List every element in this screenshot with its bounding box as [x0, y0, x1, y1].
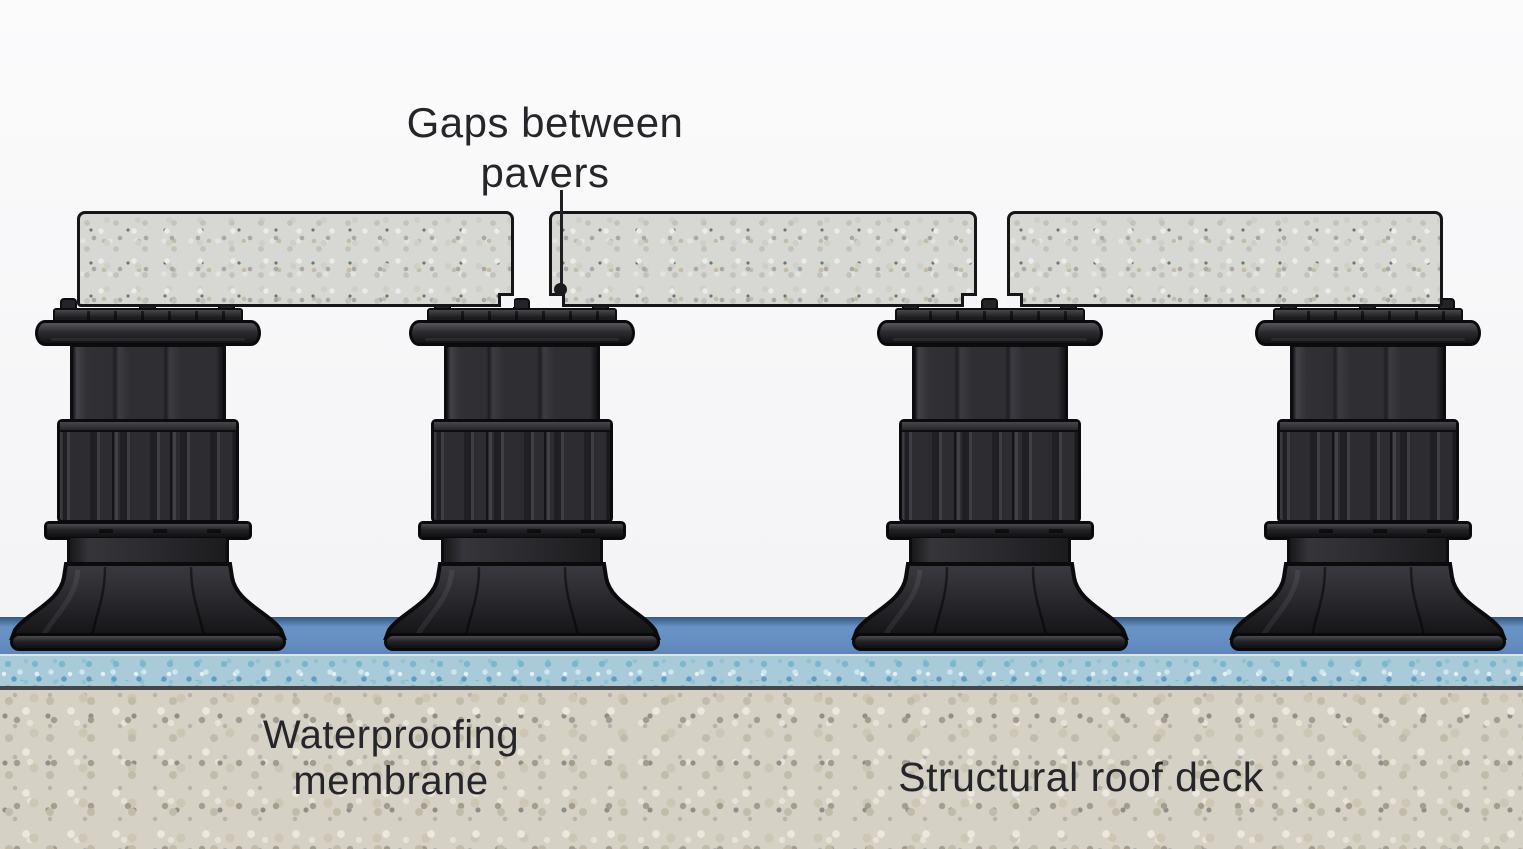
label-waterproofing-membrane: Waterproofing membrane — [191, 712, 591, 804]
pedestal-2 — [382, 298, 662, 651]
paver-1 — [77, 211, 514, 307]
paver-corner-notch — [498, 293, 514, 307]
pedestal-base-flare — [851, 562, 1129, 640]
pedestal-head-flange — [877, 320, 1103, 346]
gap-leader-line — [560, 190, 563, 286]
paver-corner-notch — [1007, 293, 1023, 307]
pedestal-base-foot — [1230, 633, 1506, 651]
label-membrane-line1: Waterproofing — [262, 713, 520, 757]
label-gaps-between-pavers: Gaps between pavers — [345, 98, 745, 198]
pedestal-adjustment-collar — [899, 419, 1081, 523]
pedestal-adjustment-collar — [57, 419, 239, 523]
pedestal-upper-column — [70, 344, 226, 421]
label-gaps-line2: pavers — [480, 149, 610, 196]
pedestal-head-flange — [35, 320, 261, 346]
structural-roof-deck-layer — [0, 690, 1523, 849]
pedestal-upper-column — [912, 344, 1068, 421]
pedestal-lower-column — [1287, 538, 1449, 564]
pedestal-upper-column — [444, 344, 600, 421]
pedestal-3 — [850, 298, 1130, 651]
pedestal-4 — [1228, 298, 1508, 651]
pedestal-lower-column — [909, 538, 1071, 564]
pedestal-lower-column — [67, 538, 229, 564]
label-gaps-line1: Gaps between — [406, 99, 684, 146]
label-membrane-line2: membrane — [293, 759, 489, 803]
pedestal-base-foot — [384, 633, 660, 651]
paver-3 — [1007, 211, 1443, 307]
pedestal-base-foot — [852, 633, 1128, 651]
pedestal-base-foot — [10, 633, 286, 651]
label-deck-line1: Structural roof deck — [898, 754, 1264, 800]
paver-2 — [549, 211, 977, 307]
pedestal-lower-column — [441, 538, 603, 564]
gap-leader-dot — [554, 283, 567, 296]
paver-corner-notch — [961, 293, 977, 307]
pedestal-upper-column — [1290, 344, 1446, 421]
pedestal-adjustment-collar — [431, 419, 613, 523]
label-structural-roof-deck: Structural roof deck — [871, 755, 1291, 799]
pedestal-base-flare — [9, 562, 287, 640]
pedestal-base-flare — [383, 562, 661, 640]
pedestal-adjustment-collar — [1277, 419, 1459, 523]
pedestal-1 — [8, 298, 288, 651]
pedestal-base-flare — [1229, 562, 1507, 640]
pedestal-head-flange — [1255, 320, 1481, 346]
pedestal-head-flange — [409, 320, 635, 346]
membrane-textured-layer — [0, 654, 1523, 690]
